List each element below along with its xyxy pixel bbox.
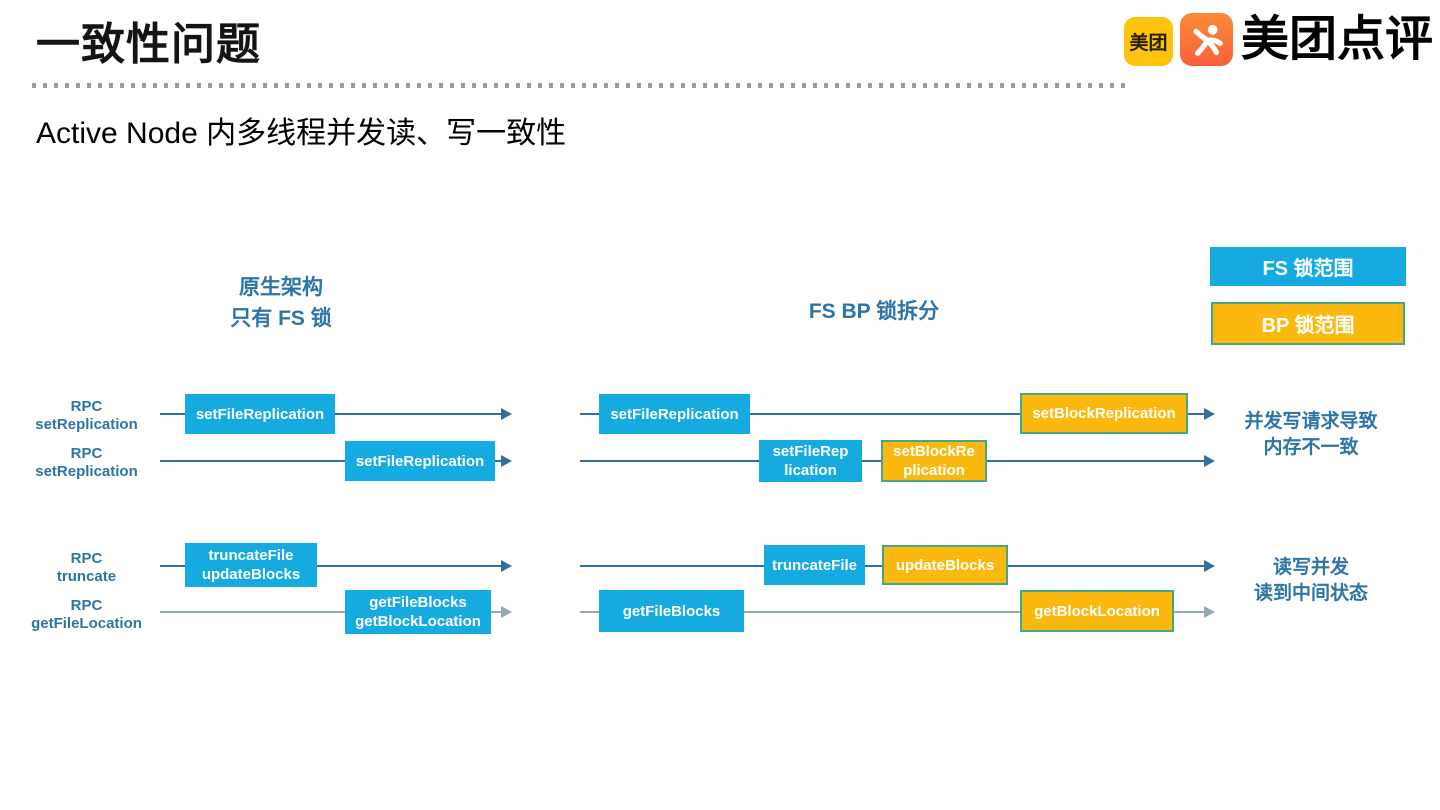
fs-lock-op-box: setFileReplication xyxy=(599,394,750,434)
arrowhead-icon xyxy=(501,560,512,572)
arrowhead-icon xyxy=(1204,606,1215,618)
left-diagram-title: 原生架构 只有 FS 锁 xyxy=(230,276,332,330)
arrowhead-icon xyxy=(501,455,512,467)
timeline-line xyxy=(580,413,1204,415)
fs-lock-op-box: getFileBlocks xyxy=(599,590,744,632)
fs-lock-op-box: truncateFile xyxy=(764,545,865,585)
arrowhead-icon xyxy=(501,606,512,618)
fs-lock-op-box: getFileBlocks getBlockLocation xyxy=(345,590,491,634)
timeline-line xyxy=(580,611,1204,613)
dotted-divider xyxy=(32,83,1130,88)
rpc-label: RPC truncate xyxy=(56,550,117,585)
bp-lock-op-box: updateBlocks xyxy=(882,545,1008,585)
bp-lock-op-box: getBlockLocation xyxy=(1020,590,1174,632)
write-conflict-annotation: 并发写请求导致 内存不一致 xyxy=(1244,411,1378,458)
arrowhead-icon xyxy=(501,408,512,420)
legend-bp-lock-scope: BP 锁范围 xyxy=(1211,302,1405,345)
rpc-label: RPC getFileLocation xyxy=(31,597,142,632)
meituan-logo-text: 美团 xyxy=(1129,33,1168,54)
meituan-logo-icon: 美团 xyxy=(1124,17,1173,66)
legend-fs-lock-scope: FS 锁范围 xyxy=(1210,247,1406,286)
fs-lock-op-box: setFileReplication xyxy=(185,394,335,434)
brand-wordmark: 美团点评 xyxy=(1241,13,1434,66)
read-write-annotation: 读写并发 读到中间状态 xyxy=(1253,557,1368,604)
timeline-line xyxy=(160,611,501,613)
dianping-figure-icon xyxy=(1192,24,1223,56)
timeline-line xyxy=(160,565,501,567)
fs-lock-op-box: setFileRep lication xyxy=(759,440,862,482)
arrowhead-icon xyxy=(1204,455,1215,467)
fs-lock-op-box: setFileReplication xyxy=(345,441,495,481)
arrowhead-icon xyxy=(1204,560,1215,572)
right-diagram-title: FS BP 锁拆分 xyxy=(808,300,940,323)
bp-lock-op-box: setBlockReplication xyxy=(1020,393,1188,434)
rpc-label: RPC setReplication xyxy=(35,398,138,433)
dianping-logo-icon xyxy=(1180,13,1233,66)
arrowhead-icon xyxy=(1204,408,1215,420)
bp-lock-op-box: setBlockRe plication xyxy=(881,440,987,482)
timeline-line xyxy=(160,460,501,462)
slide-subtitle: Active Node 内多线程并发读、写一致性 xyxy=(36,117,567,150)
page-title: 一致性问题 xyxy=(36,20,261,69)
fs-lock-op-box: truncateFile updateBlocks xyxy=(185,543,317,587)
rpc-label: RPC setReplication xyxy=(35,445,138,480)
